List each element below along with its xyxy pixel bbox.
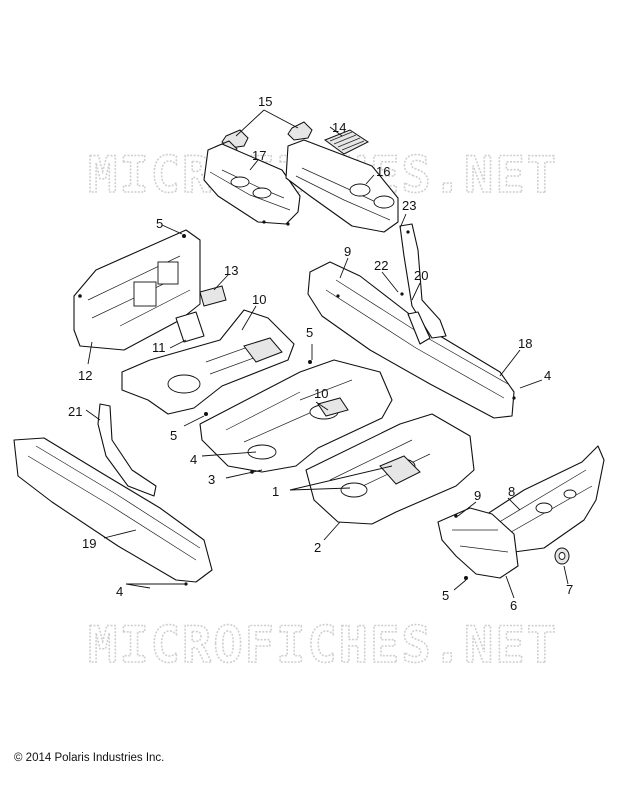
callout-5: 5 xyxy=(442,588,449,603)
part-10-console xyxy=(121,309,295,415)
callout-9: 9 xyxy=(474,488,481,503)
callout-17: 17 xyxy=(252,148,266,163)
copyright-notice: © 2014 Polaris Industries Inc. xyxy=(14,752,165,764)
callout-19: 19 xyxy=(82,536,96,551)
callout-10: 10 xyxy=(314,386,328,401)
part-16-panel xyxy=(285,139,399,233)
part-12-dash-panel xyxy=(73,229,201,351)
callout-4: 4 xyxy=(116,584,123,599)
part-17-panel xyxy=(203,143,301,225)
part-11-bracket xyxy=(175,311,205,343)
part-6-bracket xyxy=(437,507,519,579)
part-14-pad xyxy=(323,129,369,155)
part-21-brace xyxy=(97,403,157,497)
callout-12: 12 xyxy=(78,368,92,383)
callout-2: 2 xyxy=(314,540,321,555)
callout-20: 20 xyxy=(414,268,428,283)
callout-10: 10 xyxy=(252,292,266,307)
part-18-rocker-right xyxy=(307,261,515,419)
callout-22: 22 xyxy=(374,258,388,273)
part-2-lower-floor xyxy=(305,413,475,525)
callout-5: 5 xyxy=(306,325,313,340)
callout-15: 15 xyxy=(258,94,272,109)
watermark-bottom: MICROFICHES.NET xyxy=(88,616,558,674)
part-13-label xyxy=(199,285,227,307)
callout-9: 9 xyxy=(344,244,351,259)
callout-11: 11 xyxy=(152,340,166,355)
callout-5: 5 xyxy=(156,216,163,231)
callout-1: 1 xyxy=(272,484,279,499)
callout-4: 4 xyxy=(544,368,551,383)
leader-lines xyxy=(85,109,569,599)
callout-13: 13 xyxy=(224,263,238,278)
callout-14: 14 xyxy=(332,120,346,135)
callout-18: 18 xyxy=(518,336,532,351)
part-7-grommet xyxy=(554,547,570,565)
callout-labels: 15 14 17 16 23 5 13 9 22 20 10 11 12 5 1… xyxy=(68,94,573,613)
callout-3: 3 xyxy=(208,472,215,487)
callout-8: 8 xyxy=(508,484,515,499)
part-20-brace xyxy=(399,223,447,345)
part-19-rocker-left xyxy=(13,437,213,583)
callout-5: 5 xyxy=(170,428,177,443)
callout-6: 6 xyxy=(510,598,517,613)
part-8-rear-panel xyxy=(477,445,605,553)
callout-16: 16 xyxy=(376,164,390,179)
callout-7: 7 xyxy=(566,582,573,597)
callout-23: 23 xyxy=(402,198,416,213)
callout-21: 21 xyxy=(68,404,82,419)
callout-4: 4 xyxy=(190,452,197,467)
part-3-floor-pan xyxy=(199,359,393,473)
